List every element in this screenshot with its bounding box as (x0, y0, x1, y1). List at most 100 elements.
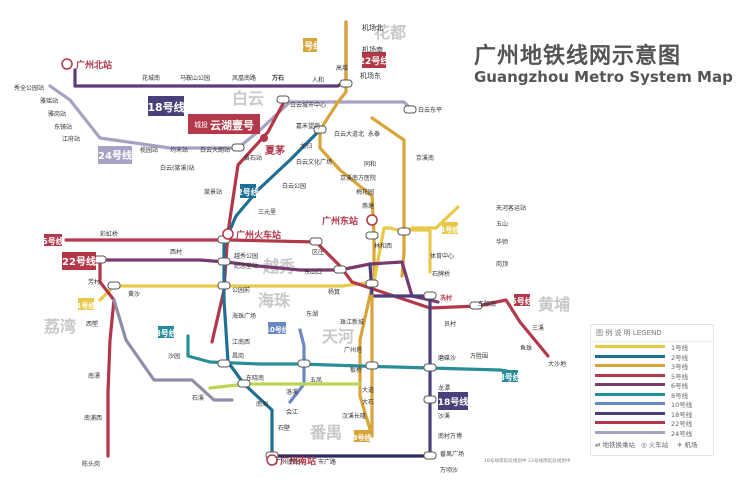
station-label[interactable]: 燕塘 (362, 202, 374, 210)
transfer-station[interactable] (423, 291, 437, 300)
station-label[interactable]: 花城南 (142, 74, 160, 82)
station-label[interactable]: 南洲 (256, 400, 268, 408)
station-label[interactable]: 芳村 (88, 278, 100, 286)
station-label[interactable]: 东晓南 (246, 374, 264, 382)
station-label[interactable]: 东镜站 (54, 123, 72, 131)
station-label[interactable]: 东山口 (304, 268, 322, 276)
station-label[interactable]: 黄沙 (128, 290, 140, 298)
station-label[interactable]: 三元里 (258, 209, 276, 216)
station-label[interactable]: 鱼珠 (520, 344, 532, 352)
transfer-station[interactable] (365, 231, 379, 240)
transfer-station[interactable] (217, 359, 231, 368)
station-label[interactable]: 市广路 (318, 458, 336, 466)
station-label[interactable]: 陈头岗 (82, 460, 100, 468)
transfer-station[interactable] (297, 359, 311, 368)
station-label[interactable]: 白云大道北 (334, 130, 364, 138)
station-label[interactable]: 均禾站 (170, 146, 188, 154)
station-label[interactable]: 昌岗 (232, 353, 244, 360)
station-label[interactable]: 高增 (336, 64, 348, 72)
station-label[interactable]: 杨箕 (328, 288, 340, 296)
station-label[interactable]: 番禺广场 (440, 450, 464, 458)
station-label[interactable]: 南漂 (88, 372, 100, 380)
transfer-station[interactable] (217, 281, 231, 290)
station-label[interactable]: 嘉禾望岗 (296, 122, 320, 130)
station-label[interactable]: 海珠广场 (232, 312, 256, 320)
station-airport-south[interactable]: 机场南 (362, 45, 383, 54)
station-label[interactable]: 西村 (170, 248, 182, 256)
station-label[interactable]: 白云城市中心 (290, 101, 326, 109)
station-label[interactable]: 江南西 (232, 338, 250, 346)
station-label[interactable]: 员村 (444, 320, 456, 328)
station-label[interactable]: 龙潭 (438, 384, 450, 392)
station-label[interactable]: 五凤 (310, 377, 322, 384)
station-label[interactable]: 南村万博 (438, 432, 462, 440)
station-label[interactable]: 大道 (362, 386, 374, 394)
station-label[interactable]: 沙溪 (438, 412, 450, 420)
station-label[interactable]: 梅花园 (356, 188, 374, 196)
station-label[interactable]: 棠景站 (204, 188, 222, 196)
station-label[interactable]: 区庄 (312, 248, 324, 256)
station-label[interactable]: 白云文化广场 (296, 158, 332, 166)
station-label[interactable]: 白云公园 (282, 182, 306, 190)
station-label[interactable]: 万胜围 (470, 352, 488, 360)
station-label[interactable]: 华师 (496, 238, 508, 246)
station-label[interactable]: 雅岗站 (48, 110, 66, 118)
station-label[interactable]: 同和 (364, 160, 376, 168)
station-airport-east[interactable]: 机场东 (360, 71, 381, 80)
station-label[interactable]: 彩虹桥 (100, 230, 118, 238)
transfer-station[interactable] (309, 237, 323, 246)
station-label[interactable]: 万顷沙 (440, 466, 458, 474)
station-label[interactable]: 汉溪长隆 (342, 412, 366, 420)
transfer-station[interactable] (469, 301, 483, 310)
station-label[interactable]: 马鞍山公园 (180, 74, 210, 82)
station-label[interactable]: 万石 (271, 75, 284, 82)
station-label[interactable]: 越秀公园 (234, 252, 258, 260)
station-label[interactable]: 京溪南 (416, 154, 434, 162)
station-label[interactable]: 黄石站 (244, 154, 262, 162)
station-label[interactable]: 会江 (286, 408, 298, 416)
station-label[interactable]: 石溪 (192, 394, 204, 402)
station-guangzhou-south[interactable]: 广州南站 (280, 455, 316, 467)
station-guangzhou-railway[interactable]: 广州火车站 (236, 229, 281, 241)
station-label[interactable]: 白云大朗站 (200, 146, 230, 154)
station-label[interactable]: 大石 (362, 398, 374, 406)
transfer-station[interactable] (423, 395, 437, 404)
station-label[interactable]: 广州塔 (344, 346, 362, 354)
station-label[interactable]: 林和西 (374, 242, 392, 250)
transfer-station[interactable] (276, 95, 290, 104)
station-label[interactable]: 龙归 (300, 142, 312, 150)
transfer-station[interactable] (107, 281, 121, 290)
transfer-station[interactable] (237, 379, 251, 388)
station-label[interactable]: 南浦西 (84, 414, 102, 422)
station-label[interactable]: 秀全公园站 (14, 84, 44, 92)
transfer-station[interactable] (423, 363, 437, 372)
station-label[interactable]: 凤凰南路 (232, 74, 256, 82)
station-guangzhou-east[interactable]: 广州东站 (322, 215, 358, 227)
station-label[interactable]: 西塱 (86, 320, 98, 328)
station-label[interactable]: 岗顶 (496, 261, 508, 268)
station-label[interactable]: 五山 (496, 220, 508, 228)
station-airport-north[interactable]: 机场北 (362, 23, 383, 32)
transfer-station[interactable] (403, 105, 417, 114)
station-label[interactable]: 公园前 (232, 286, 250, 294)
station-label[interactable]: 江府站 (62, 135, 80, 143)
transfer-station[interactable] (397, 227, 411, 236)
station-label[interactable]: 天河客运站 (496, 204, 526, 212)
transfer-station[interactable] (217, 257, 231, 266)
transfer-station[interactable] (231, 143, 245, 152)
station-label[interactable]: 京溪南方医院 (340, 174, 376, 182)
transfer-station[interactable] (423, 451, 437, 460)
station-label[interactable]: 冼村 (440, 294, 452, 302)
station-label[interactable]: 板桥 (350, 366, 362, 374)
station-label[interactable]: 沙园 (168, 353, 180, 360)
project-marker[interactable]: 城投 云湖壹号 夏茅 (188, 114, 285, 157)
station-label[interactable]: 体育中心 (430, 252, 454, 260)
station-label[interactable]: 东湖 (306, 310, 318, 318)
station-label[interactable]: 三溪 (532, 324, 544, 332)
station-label[interactable]: 永泰 (368, 130, 380, 138)
station-label[interactable]: 石牌桥 (432, 270, 450, 278)
transfer-station[interactable] (365, 361, 379, 370)
station-guangzhou-north[interactable]: 广州北站 (76, 59, 112, 71)
station-label[interactable]: 白云东平 (418, 106, 442, 114)
transfer-station[interactable] (333, 265, 347, 274)
